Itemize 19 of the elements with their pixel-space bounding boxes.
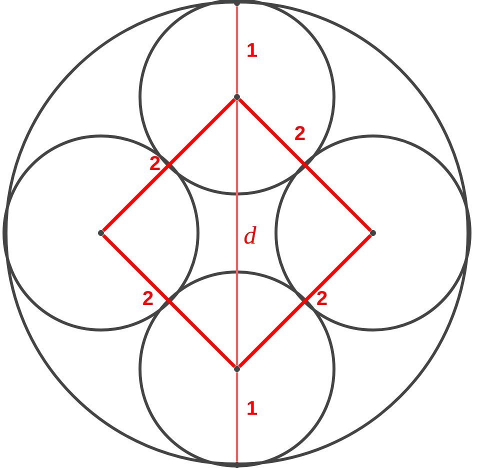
line-segment <box>238 98 372 232</box>
edge-label: 2 <box>317 291 327 305</box>
edge-label: 2 <box>150 156 160 170</box>
edge-label: 2 <box>143 291 153 305</box>
line-segment <box>236 6 238 94</box>
line-segment <box>102 98 236 232</box>
line-segment <box>238 234 372 368</box>
center-point <box>234 94 240 100</box>
edge-label: 2 <box>295 126 305 140</box>
edge-label: 1 <box>248 401 257 415</box>
edge-label: 1 <box>248 43 257 57</box>
center-point <box>370 230 376 236</box>
line-segment <box>102 234 236 368</box>
line-segment <box>236 372 238 462</box>
center-point <box>234 462 240 468</box>
center-point <box>98 230 104 236</box>
line-segment <box>236 100 238 366</box>
edge-label: d <box>244 226 256 244</box>
center-point <box>234 366 240 372</box>
